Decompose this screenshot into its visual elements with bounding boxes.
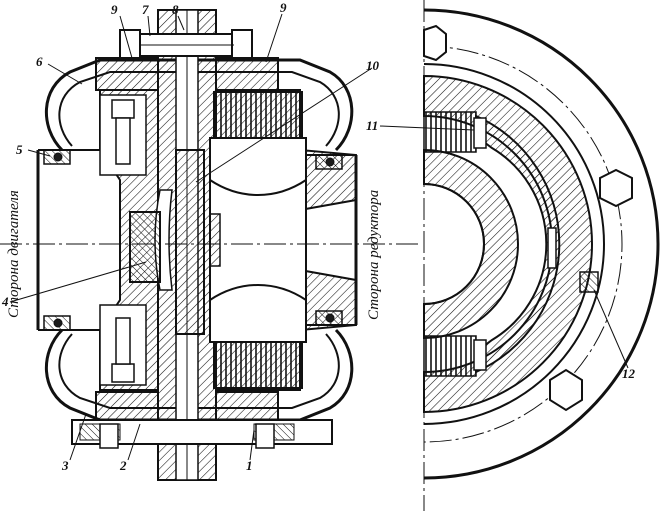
label-4: 4 <box>1 294 9 309</box>
label-9-left: 9 <box>111 2 118 17</box>
engine-side-caption: Сторона двигателя <box>6 190 22 318</box>
label-2: 2 <box>119 458 127 473</box>
label-7: 7 <box>142 2 149 17</box>
label-10: 10 <box>366 58 380 73</box>
leader-lines <box>9 13 629 461</box>
callout-labels: 9 7 8 9 6 10 11 5 4 3 2 1 12 <box>1 0 636 473</box>
label-1: 1 <box>246 458 253 473</box>
end-view <box>423 0 660 511</box>
gearbox-side-caption: Сторона редуктора <box>366 190 382 320</box>
label-8: 8 <box>172 2 179 17</box>
label-3: 3 <box>61 458 69 473</box>
label-12: 12 <box>622 366 636 381</box>
label-11: 11 <box>366 118 378 133</box>
label-5: 5 <box>16 142 23 157</box>
section-view <box>0 9 420 481</box>
label-6: 6 <box>36 54 43 69</box>
label-9-right: 9 <box>280 0 287 15</box>
